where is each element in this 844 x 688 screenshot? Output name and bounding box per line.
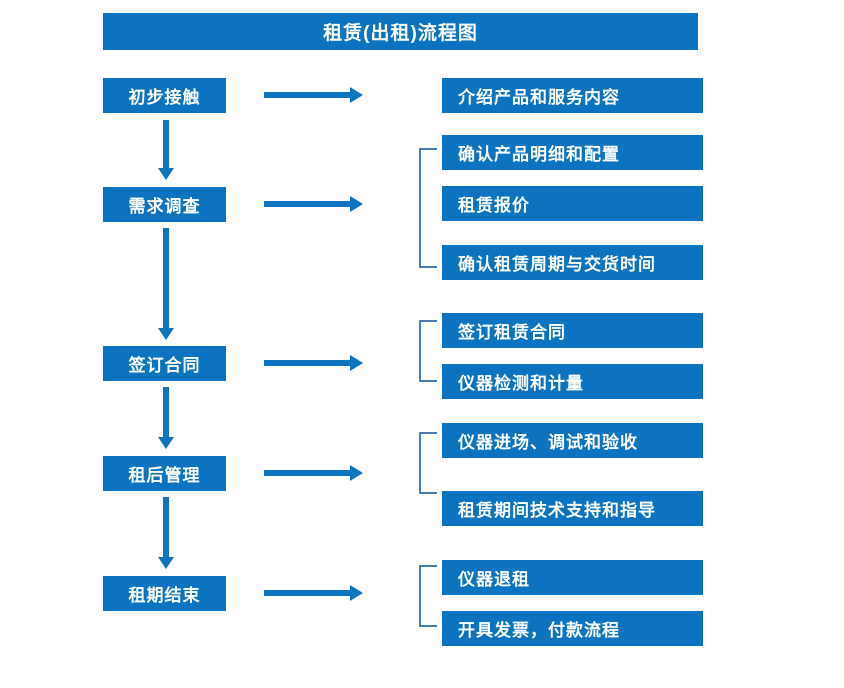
- vertical-arrow-4: [158, 497, 174, 569]
- horizontal-arrow-4: [264, 465, 363, 481]
- group-bracket-3: [419, 432, 437, 494]
- detail-box-1[interactable]: 介绍产品和服务内容: [442, 78, 703, 113]
- vertical-arrow-1: [158, 120, 174, 180]
- horizontal-arrow-1: [264, 87, 363, 103]
- detail-box-3[interactable]: 租赁报价: [442, 186, 703, 221]
- group-bracket-4: [419, 565, 437, 627]
- horizontal-arrow-5: [264, 585, 363, 601]
- detail-box-6[interactable]: 仪器检测和计量: [442, 364, 703, 399]
- stage-box-4[interactable]: 租后管理: [103, 456, 226, 491]
- stage-box-3[interactable]: 签订合同: [103, 346, 226, 381]
- detail-box-9[interactable]: 仪器退租: [442, 560, 703, 595]
- page-title: 租赁(出租)流程图: [103, 13, 698, 50]
- vertical-arrow-3: [158, 387, 174, 449]
- horizontal-arrow-3: [264, 355, 363, 371]
- detail-box-8[interactable]: 租赁期间技术支持和指导: [442, 491, 703, 526]
- detail-box-10[interactable]: 开具发票，付款流程: [442, 611, 703, 646]
- stage-box-2[interactable]: 需求调查: [103, 187, 226, 222]
- group-bracket-2: [419, 320, 437, 382]
- detail-box-4[interactable]: 确认租赁周期与交货时间: [442, 245, 703, 280]
- detail-box-7[interactable]: 仪器进场、调试和验收: [442, 423, 703, 458]
- group-bracket-1: [419, 148, 437, 268]
- stage-box-1[interactable]: 初步接触: [103, 78, 226, 113]
- vertical-arrow-2: [158, 228, 174, 340]
- horizontal-arrow-2: [264, 196, 363, 212]
- detail-box-2[interactable]: 确认产品明细和配置: [442, 135, 703, 170]
- detail-box-5[interactable]: 签订租赁合同: [442, 313, 703, 348]
- stage-box-5[interactable]: 租期结束: [103, 576, 226, 611]
